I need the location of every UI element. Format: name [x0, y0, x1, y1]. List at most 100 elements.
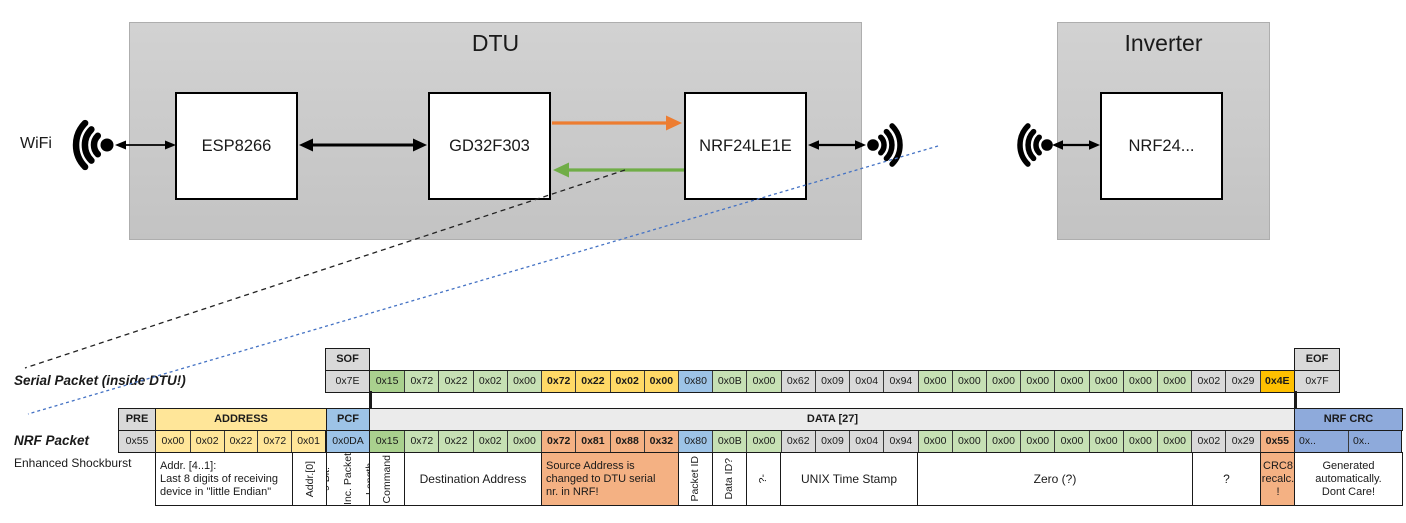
enhanced-shockburst-label: Enhanced Shockburst: [14, 456, 132, 470]
byte-cell: 0x00: [1122, 371, 1158, 392]
annotation-address: Addr. [4..1]: Last 8 digits of receiving…: [155, 452, 294, 506]
byte-cell: 0x04: [849, 431, 884, 452]
sof-value-cell: 0x7E: [325, 370, 370, 393]
nrf-packet-label: NRF Packet: [14, 433, 90, 448]
byte-cell: 0x02: [472, 371, 507, 392]
byte-cell: 0x81: [575, 431, 610, 452]
byte-cell: 0x00: [1157, 371, 1192, 392]
byte-cell: 0x72: [404, 431, 439, 452]
inverter-title: Inverter: [1124, 30, 1203, 56]
byte-cell: 0x..: [1295, 431, 1348, 452]
byte-cell: 0x00: [1054, 431, 1089, 452]
byte-cell: 0x00: [1122, 431, 1158, 452]
byte-cell: 0x00: [985, 371, 1021, 392]
eof-header-cell: EOF: [1294, 348, 1340, 371]
annotation-zero: Zero (?): [917, 452, 1193, 506]
address-header-cell: ADDRESS: [155, 408, 327, 431]
byte-cell: 0x22: [438, 371, 473, 392]
byte-cell: 0x32: [643, 431, 678, 452]
eof-value-cell: 0x7F: [1294, 370, 1340, 393]
byte-cell: 0x0B: [712, 431, 747, 452]
byte-cell: 0x29: [1225, 431, 1260, 452]
byte-cell: 0x00: [506, 371, 542, 392]
byte-cell: 0x00: [951, 431, 986, 452]
esp8266-box: ESP8266: [175, 92, 298, 200]
byte-cell: 0x55: [1259, 431, 1294, 452]
annotation-pcf: 9 Bit! Inc. Packet Length: [326, 452, 370, 506]
pcf-header-cell: PCF: [326, 408, 370, 431]
annotation-crc8: CRC8 recalc. !: [1260, 452, 1296, 506]
wifi-label: WiFi: [20, 135, 52, 152]
byte-cell: 0x72: [404, 371, 439, 392]
byte-cell: 0x00: [985, 431, 1021, 452]
byte-cell: 0x4E: [1259, 371, 1294, 392]
byte-cell: 0x22: [223, 431, 258, 452]
pre-header-cell: PRE: [118, 408, 156, 431]
byte-cell: 0x02: [1191, 371, 1226, 392]
byte-cell: 0x80: [677, 431, 713, 452]
byte-cell: 0x09: [814, 431, 850, 452]
byte-cell: 0x09: [814, 371, 850, 392]
annotation-unix-timestamp: UNIX Time Stamp: [780, 452, 918, 506]
table-connector-left: [369, 391, 372, 409]
byte-cell: 0x00: [506, 431, 542, 452]
byte-cell: 0x04: [849, 371, 884, 392]
annotation-generated: Generated automatically. Dont Care!: [1294, 452, 1403, 506]
byte-cell: 0x94: [883, 371, 918, 392]
byte-cell: 0x00: [1054, 371, 1089, 392]
byte-cell: 0x72: [257, 431, 292, 452]
byte-cell: 0x00: [746, 371, 781, 392]
annotation-pcf-text: 9 Bit! Inc. Packet Length: [326, 453, 370, 505]
wifi-icon-dtu-right: [867, 123, 903, 167]
byte-cell: 0x01: [291, 431, 325, 452]
annotation-packet-id-text: Packet ID: [689, 456, 701, 502]
annotation-data-id-text: Data ID?: [723, 458, 735, 500]
byte-cell: 0x15: [370, 431, 405, 452]
annotation-unknown-2: ?: [1192, 452, 1261, 506]
byte-cell: 0x00: [917, 371, 952, 392]
byte-cell: 0x00: [1020, 371, 1055, 392]
wifi-icon-left: [72, 119, 114, 171]
annotation-destination: Destination Address: [404, 452, 542, 506]
byte-cell: 0x02: [1191, 431, 1226, 452]
annotation-source: Source Address is changed to DTU serial …: [541, 452, 679, 506]
wifi-icon-inverter: [1017, 123, 1053, 167]
byte-cell: 0x00: [1088, 431, 1123, 452]
pre-value-cell: 0x55: [118, 430, 156, 453]
byte-cell: 0x94: [883, 431, 918, 452]
annotation-packet-id: Packet ID: [678, 452, 713, 506]
byte-cell: 0x00: [1020, 431, 1055, 452]
byte-cell: 0x00: [1157, 431, 1192, 452]
annotation-addr0-text: Addr.[0]: [303, 460, 316, 498]
annotation-command-text: Command: [380, 454, 393, 504]
annotation-addr0: Addr.[0]: [292, 452, 328, 506]
byte-cell: 0x29: [1225, 371, 1260, 392]
byte-cell: 0x62: [780, 431, 815, 452]
byte-cell: 0x02: [472, 431, 507, 452]
serial-packet-label: Serial Packet (inside DTU!): [14, 373, 186, 388]
annotation-unknown-1: ?-: [746, 452, 781, 506]
byte-cell: 0x02: [609, 371, 644, 392]
byte-cell: 0x00: [917, 431, 952, 452]
byte-cell: 0x0B: [712, 371, 747, 392]
byte-cell: 0x02: [189, 431, 224, 452]
table-connector-right: [1294, 391, 1297, 409]
byte-cell: 0x00: [156, 431, 190, 452]
nrf-crc-row: 0x..0x..: [1294, 430, 1402, 453]
byte-cell: 0x22: [575, 371, 610, 392]
byte-cell: 0x00: [1088, 371, 1123, 392]
byte-cell: 0x80: [677, 371, 713, 392]
byte-cell: 0x00: [951, 371, 986, 392]
sof-header-cell: SOF: [325, 348, 370, 371]
dtu-title: DTU: [471, 30, 520, 56]
byte-cell: 0x72: [541, 371, 576, 392]
nrf24le1e-box: NRF24LE1E: [684, 92, 807, 200]
data-header-cell: DATA [27]: [369, 408, 1296, 431]
byte-cell: 0x88: [609, 431, 644, 452]
byte-cell: 0x72: [541, 431, 576, 452]
nrf-crc-header-cell: NRF CRC: [1294, 408, 1403, 431]
byte-cell: 0x00: [643, 371, 678, 392]
byte-cell: 0x00: [746, 431, 781, 452]
